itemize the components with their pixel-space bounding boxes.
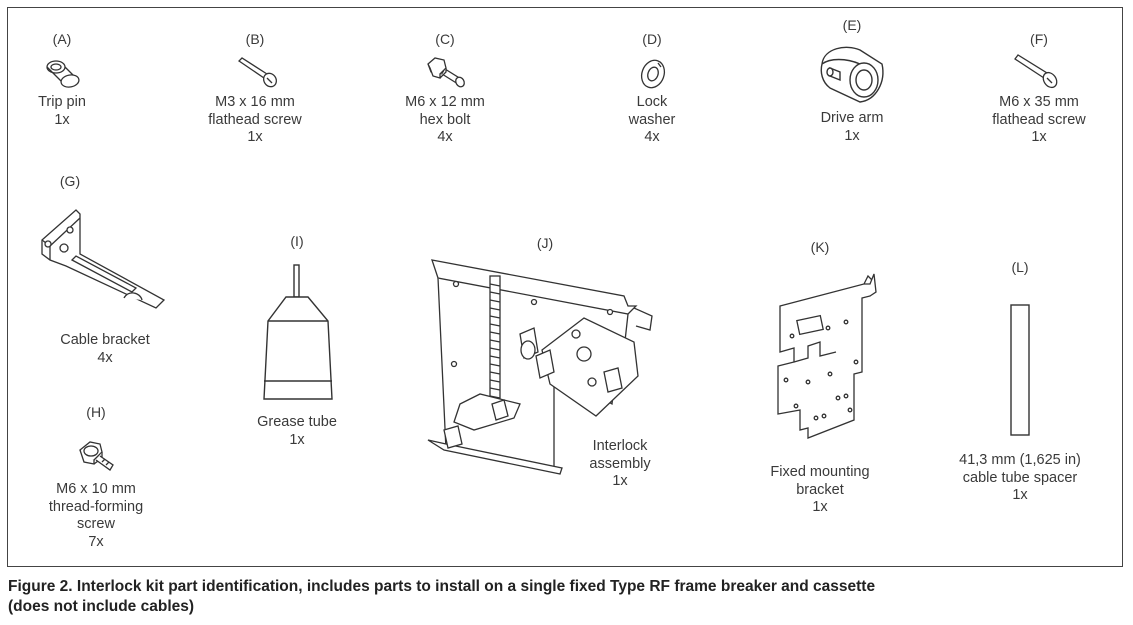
lock-washer-illustration: [640, 59, 666, 89]
part-f-label: M6 x 35 mm flathead screw 1x: [992, 94, 1086, 147]
part-f-name2: flathead screw: [992, 111, 1086, 128]
part-l-label: 41,3 mm (1,625 in) cable tube spacer 1x: [959, 452, 1081, 505]
figure-caption: Figure 2. Interlock kit part identificat…: [8, 577, 875, 617]
thread-forming-screw-illustration: [79, 441, 114, 471]
part-l-name1: 41,3 mm (1,625 in): [959, 452, 1081, 468]
part-i-label: Grease tube 1x: [257, 414, 337, 449]
caption-line-2: (does not include cables): [8, 598, 195, 615]
part-k-qty: 1x: [812, 499, 828, 515]
part-a-qty: 1x: [54, 111, 70, 128]
part-h-label: M6 x 10 mm thread-forming screw 7x: [49, 481, 143, 551]
part-c-label: M6 x 12 mm hex bolt 4x: [405, 94, 485, 147]
part-d-name2: washer: [628, 111, 676, 128]
hex-bolt-illustration: [427, 57, 465, 88]
part-f-name1: M6 x 35 mm: [999, 94, 1079, 110]
part-e-qty: 1x: [844, 127, 860, 144]
part-e-label: Drive arm 1x: [821, 110, 884, 145]
grease-tube-illustration: [263, 264, 333, 400]
part-g-label: Cable bracket 4x: [60, 332, 149, 367]
part-l-name2: cable tube spacer: [962, 469, 1078, 486]
part-g-qty: 4x: [97, 349, 113, 366]
part-j-name1: Interlock: [592, 438, 648, 454]
part-k-letter: (K): [810, 239, 830, 255]
part-h-name1: M6 x 10 mm: [56, 481, 136, 497]
part-j-qty: 1x: [612, 473, 628, 489]
part-k-name2: bracket: [796, 481, 844, 498]
trip-pin-illustration: [46, 60, 80, 88]
drive-arm-illustration: [820, 46, 884, 103]
part-d-label: Lock washer 4x: [629, 94, 676, 147]
fixed-mounting-bracket-illustration: [777, 273, 877, 439]
part-c-name2: hex bolt: [419, 111, 471, 128]
flathead-screw-m6-illustration: [1014, 54, 1058, 89]
part-i-letter: (I): [290, 233, 304, 249]
part-l-qty: 1x: [1012, 487, 1028, 503]
caption-line-1: Figure 2. Interlock kit part identificat…: [8, 578, 876, 595]
part-e-name: Drive arm: [820, 110, 884, 126]
part-b-name1: M3 x 16 mm: [215, 94, 295, 110]
part-c-letter: (C): [435, 31, 455, 47]
part-a-name: Trip pin: [38, 94, 86, 110]
cable-bracket-illustration: [41, 209, 166, 309]
part-e-letter: (E): [842, 17, 862, 33]
part-b-name2: flathead screw: [208, 111, 302, 128]
part-j-label: Interlock assembly 1x: [589, 438, 650, 491]
figure-frame: (A) Trip pin 1x (B) M3 x 16 mm flathead …: [7, 7, 1123, 567]
part-k-label: Fixed mounting bracket 1x: [770, 464, 869, 517]
part-d-letter: (D): [642, 31, 662, 47]
part-j-letter: (J): [536, 235, 554, 251]
part-i-name: Grease tube: [257, 414, 337, 430]
cable-tube-spacer-illustration: [1010, 304, 1030, 436]
part-a-label: Trip pin 1x: [38, 94, 86, 129]
part-d-name1: Lock: [636, 94, 668, 110]
part-b-qty: 1x: [247, 129, 263, 145]
part-h-name3: screw: [77, 516, 115, 532]
part-f-qty: 1x: [1031, 129, 1047, 145]
part-b-letter: (B): [245, 31, 265, 47]
part-b-label: M3 x 16 mm flathead screw 1x: [208, 94, 302, 147]
part-c-qty: 4x: [437, 129, 453, 145]
part-f-letter: (F): [1030, 31, 1048, 47]
part-j-name2: assembly: [589, 455, 651, 472]
interlock-assembly-illustration: [427, 259, 653, 475]
part-g-name: Cable bracket: [60, 332, 150, 348]
part-h-qty: 7x: [88, 533, 104, 550]
flathead-screw-m3-illustration: [237, 57, 277, 88]
part-a-letter: (A): [52, 31, 72, 47]
part-d-qty: 4x: [644, 129, 660, 145]
part-k-name1: Fixed mounting: [770, 464, 870, 480]
part-h-letter: (H): [86, 404, 106, 420]
part-l-letter: (L): [1011, 259, 1029, 275]
part-i-qty: 1x: [289, 431, 305, 448]
part-c-name1: M6 x 12 mm: [405, 94, 485, 110]
part-g-letter: (G): [59, 173, 81, 189]
part-h-name2: thread-forming: [48, 498, 144, 515]
